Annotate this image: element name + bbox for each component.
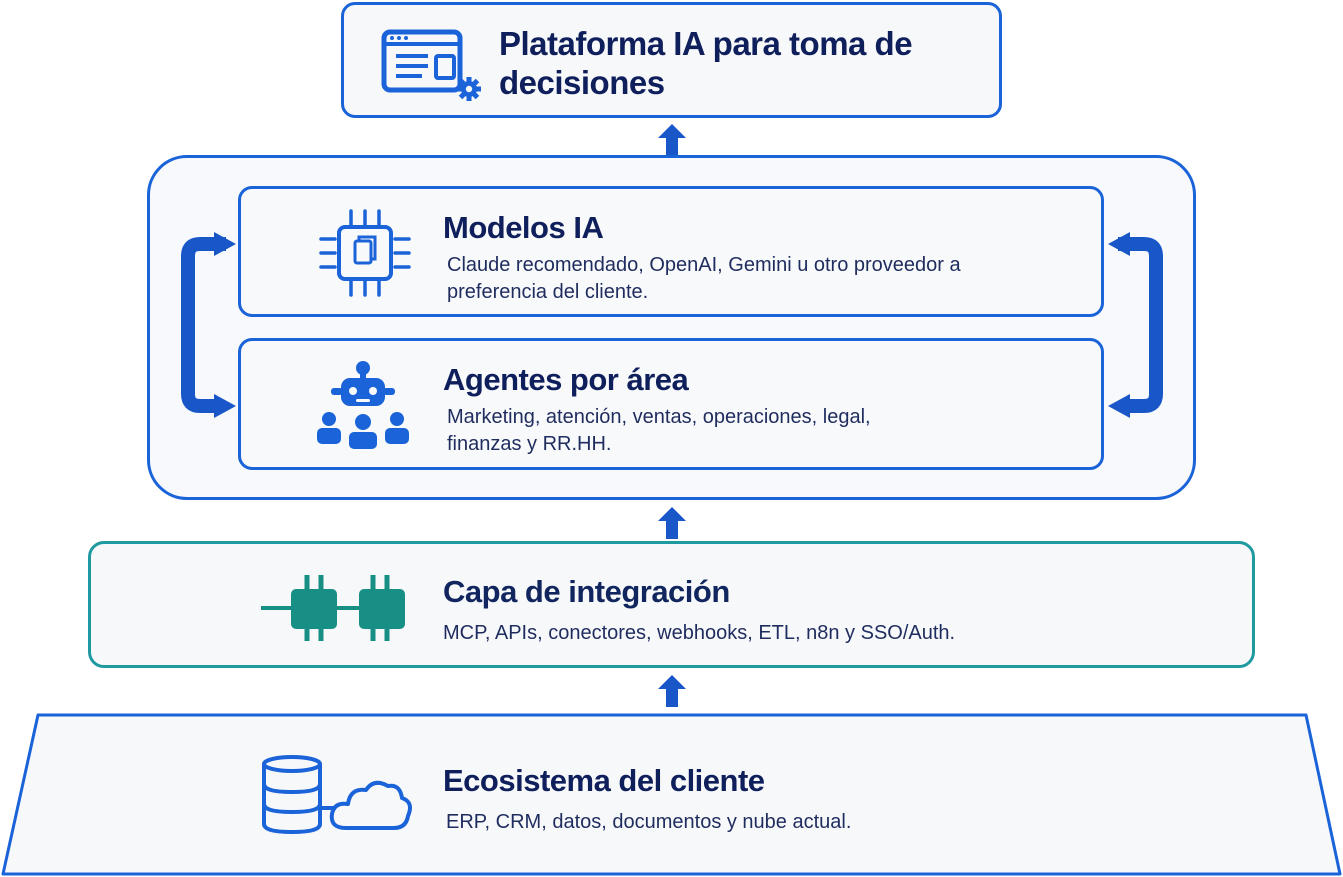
agents-box: Agentes por área Marketing, atención, ve… [238, 338, 1104, 470]
browser-window-gear-icon [381, 29, 481, 101]
integration-description: MCP, APIs, conectores, webhooks, ETL, n8… [443, 622, 956, 644]
arrow-up-icon [658, 507, 686, 539]
agents-title: Agentes por área [443, 362, 689, 397]
ecosystem-description: ERP, CRM, datos, documentos y nube actua… [446, 811, 852, 833]
connector-plugs-icon [261, 575, 405, 641]
database-cloud-icon [262, 755, 412, 835]
ecosystem-box [1, 713, 1342, 876]
cycle-arrow-left-icon [181, 232, 236, 418]
integration-box: Capa de integración MCP, APIs, conectore… [88, 541, 1255, 668]
ecosystem-title: Ecosistema del cliente [443, 763, 765, 798]
integration-title: Capa de integración [443, 574, 730, 609]
models-box: Modelos IA Claude recomendado, OpenAI, G… [238, 186, 1104, 317]
agents-description: Marketing, atención, ventas, operaciones… [447, 406, 871, 455]
arrow-up-icon [658, 124, 686, 156]
robot-team-icon [317, 361, 409, 449]
cpu-chip-icon [319, 209, 411, 297]
platform-title: Plataforma IA para toma de decisiones [499, 25, 913, 101]
models-title: Modelos IA [443, 210, 604, 245]
cycle-arrow-right-icon [1108, 232, 1163, 418]
models-description: Claude recomendado, OpenAI, Gemini u otr… [447, 254, 961, 303]
platform-box: Plataforma IA para toma de decisiones [341, 2, 1002, 118]
arrow-up-icon [658, 675, 686, 707]
